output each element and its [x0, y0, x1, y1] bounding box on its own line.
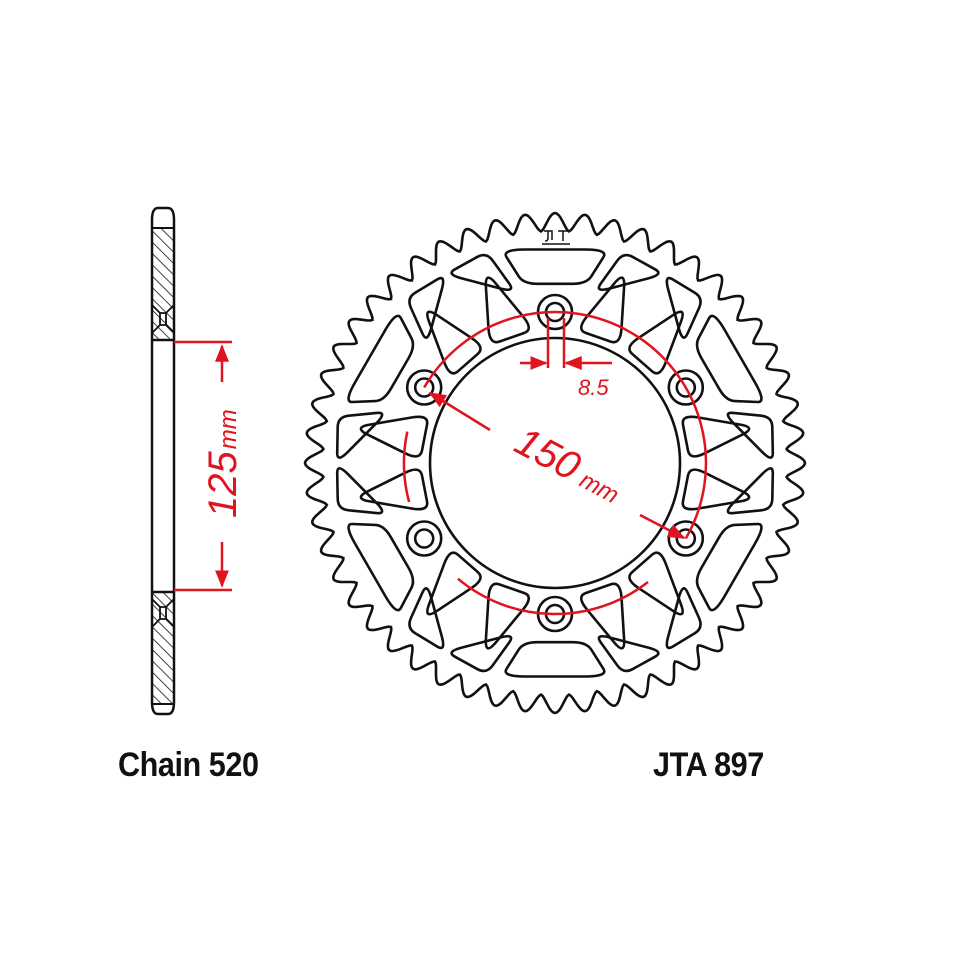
bolt-hole-label: 8.5 [578, 375, 609, 400]
side-profile [150, 206, 176, 716]
bolt-circle-label: 150mm [508, 419, 630, 512]
hub-width-dimension [174, 340, 232, 592]
sprocket-face [303, 211, 807, 715]
bolt-circle-dimension [402, 310, 708, 616]
part-number-label: JTA 897 [653, 746, 764, 784]
jt-logo-icon [542, 230, 570, 245]
chain-size-label: Chain 520 [118, 746, 259, 784]
hub-width-label: 125mm [201, 409, 245, 518]
